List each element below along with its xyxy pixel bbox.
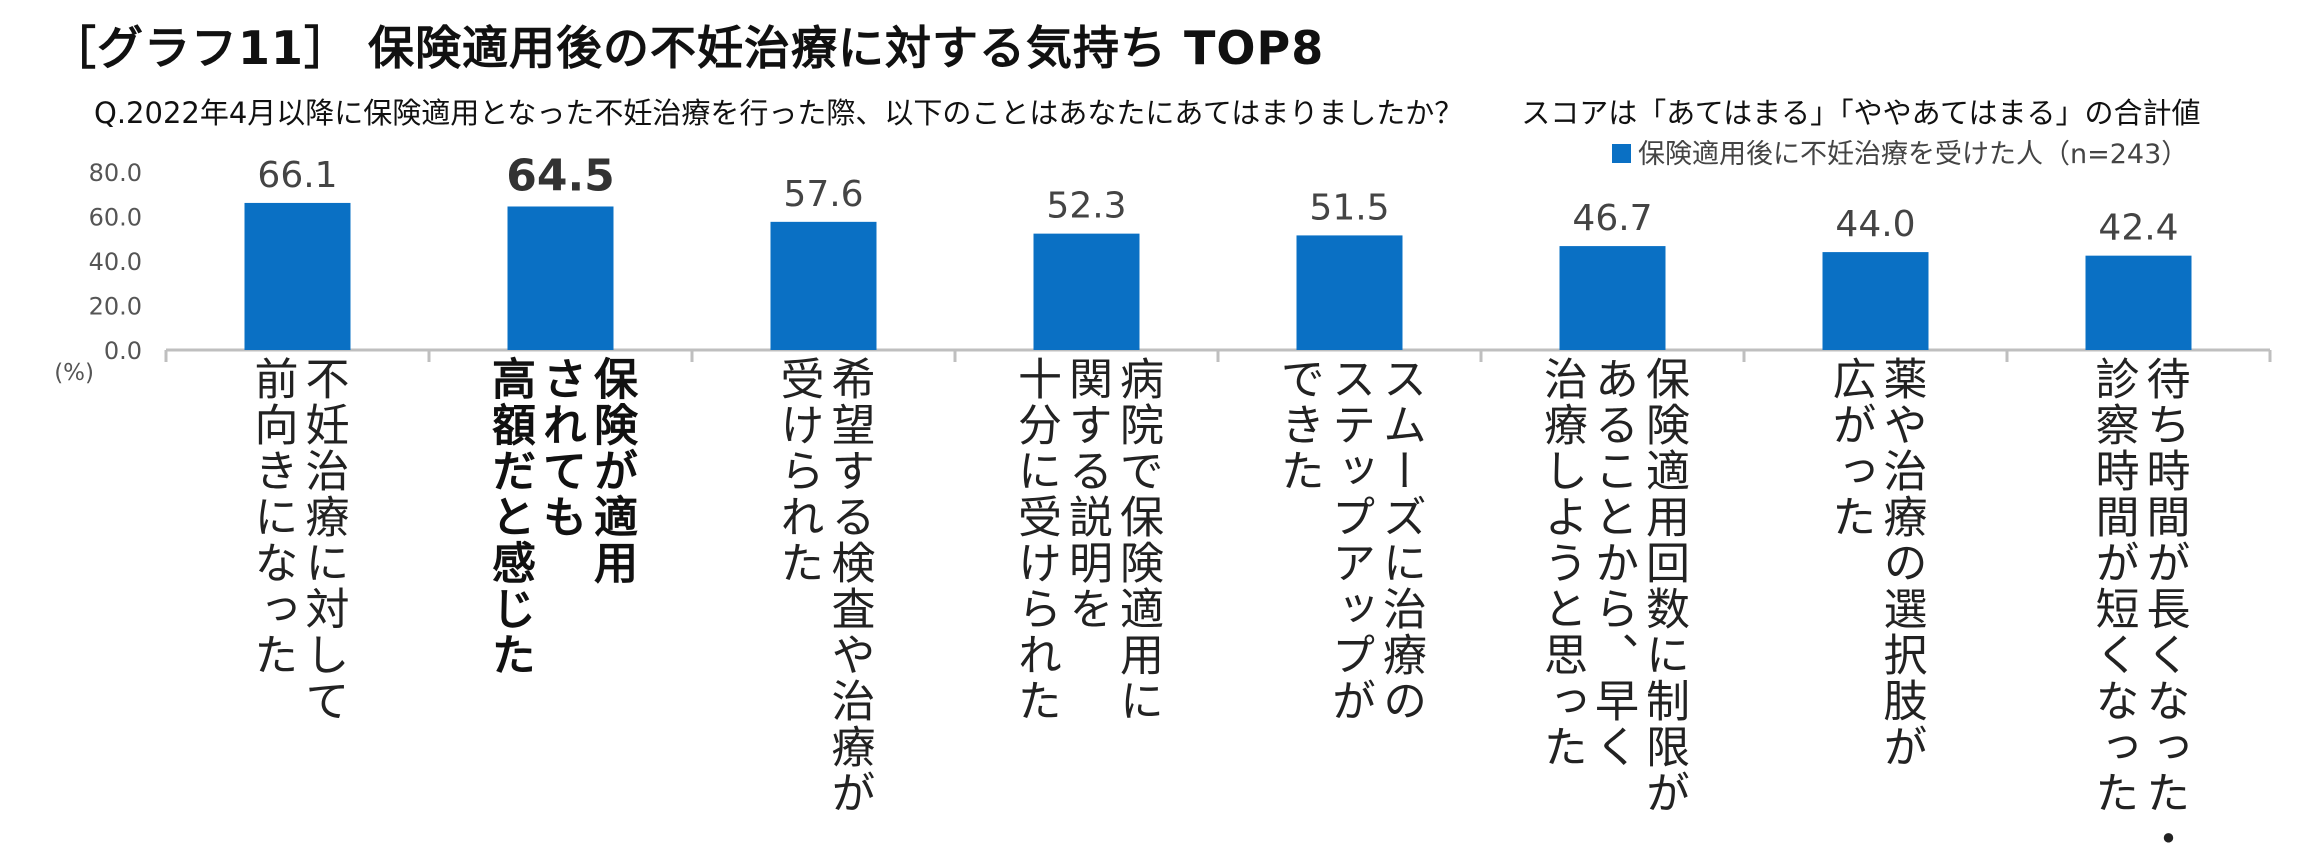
bar: [1033, 233, 1140, 350]
category-label: 保険が適用されても高額だと感じた: [484, 356, 637, 678]
category-label-line: 希望する検査や治療が: [823, 356, 875, 816]
y-axis: 0.0 20.0 40.0 60.0 80.0 (%): [54, 159, 142, 386]
bar: [2085, 255, 2192, 350]
category-label: 待ち時間が長くなった・診察時間が短くなった: [2087, 356, 2190, 862]
category-label-line: 保険適用回数に制限が: [1638, 356, 1690, 816]
chart-title: ［グラフ11］ 保険適用後の不妊治療に対する気持ち TOP8: [50, 21, 1325, 75]
bar: [1822, 252, 1929, 350]
legend-swatch: [1612, 144, 1631, 163]
data-label: 64.5: [506, 150, 615, 201]
data-label: 51.5: [1309, 187, 1389, 228]
category-label-line: 高額だと感じた: [483, 356, 535, 678]
bar: [1296, 235, 1403, 350]
category-label-line: 関する説明を: [1061, 356, 1113, 632]
bar-chart: 0.0 20.0 40.0 60.0 80.0 (%) 66.1 64.5 57.6 52.3 5…: [54, 139, 2272, 386]
bar: [244, 202, 351, 350]
data-label: 57.6: [783, 174, 863, 215]
bar: [770, 221, 877, 350]
category-label-line: 保険が適用: [586, 356, 638, 586]
data-label: 42.4: [2098, 208, 2178, 249]
category-label-line: あることから、早く: [1587, 356, 1639, 770]
y-tick-label: 20.0: [89, 293, 142, 321]
data-labels: 66.1 64.5 57.6 52.3 51.5 46.7 44.0 42.4: [257, 150, 2178, 248]
category-label-line: 診察時間が短くなった: [2087, 356, 2139, 816]
data-label: 66.1: [257, 155, 337, 196]
y-unit-label: (%): [54, 360, 94, 386]
y-tick-label: 80.0: [89, 159, 142, 187]
data-label: 46.7: [1572, 198, 1652, 239]
category-label: 薬や治療の選択肢が広がった: [1824, 356, 1927, 770]
y-tick-label: 40.0: [89, 248, 142, 276]
x-axis: [164, 348, 2272, 362]
category-label-line: ステップアップが: [1324, 356, 1376, 724]
category-label-line: 不妊治療に対して: [297, 356, 349, 724]
category-label: スムーズに治療のステップアップができた: [1273, 356, 1426, 724]
data-label: 44.0: [1835, 204, 1915, 245]
bar-series: [244, 202, 2192, 350]
category-label-line: 病院で保険適用に: [1112, 356, 1164, 724]
category-label: 病院で保険適用に関する説明を十分に受けられた: [1010, 356, 1163, 724]
y-tick-label: 0.0: [104, 337, 142, 365]
category-label: 不妊治療に対して前向きになった: [246, 356, 349, 724]
y-tick-label: 60.0: [89, 204, 142, 232]
category-label: 保険適用回数に制限があることから、早く治療しようと思った: [1536, 356, 1689, 816]
category-label-line: スムーズに治療の: [1375, 356, 1427, 724]
category-label-line: 受けられた: [772, 356, 824, 586]
category-label: 希望する検査や治療が受けられた: [772, 356, 875, 816]
bar: [1559, 246, 1666, 350]
legend: 保険適用後に不妊治療を受けた人（n=243）: [1612, 139, 2188, 170]
data-label: 52.3: [1046, 186, 1126, 227]
category-label-line: されても: [535, 356, 587, 540]
category-label-line: 待ち時間が長くなった・: [2138, 356, 2190, 862]
legend-label: 保険適用後に不妊治療を受けた人（n=243）: [1638, 139, 2188, 170]
question-text: Q.2022年4月以降に保険適用となった不妊治療を行った際、以下のことはあなたに…: [94, 96, 2201, 130]
category-label-line: 十分に受けられた: [1009, 356, 1061, 724]
bar: [507, 206, 614, 350]
category-label-line: 広がった: [1824, 356, 1876, 540]
category-label-line: できた: [1272, 356, 1324, 494]
category-label-line: 薬や治療の選択肢が: [1875, 356, 1927, 770]
category-label-line: 前向きになった: [246, 356, 298, 678]
category-label-line: 治療しようと思った: [1535, 356, 1587, 770]
